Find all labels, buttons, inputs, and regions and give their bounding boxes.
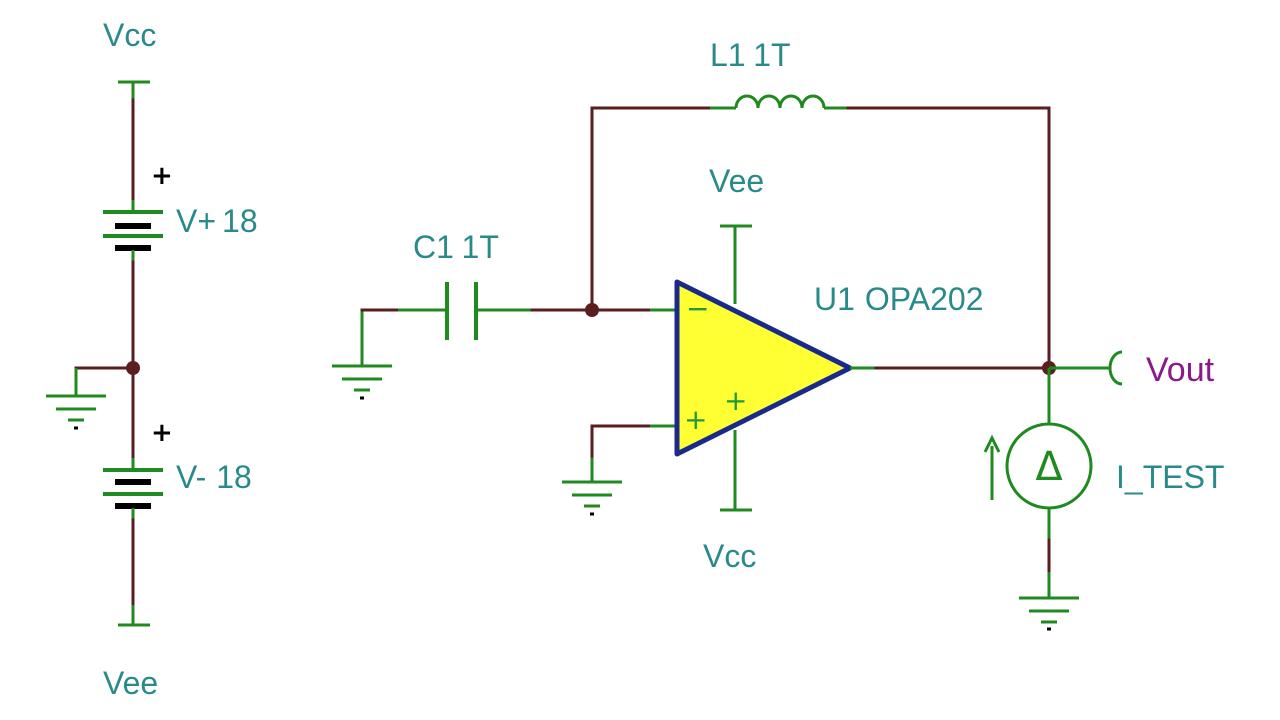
v-minus-value: 18 <box>216 459 252 495</box>
delta-icon: Δ <box>1035 444 1063 490</box>
opamp-label: U1 OPA202 <box>814 281 984 317</box>
battery-v-plus <box>103 200 163 262</box>
opamp-part: OPA202 <box>865 281 984 317</box>
noninverting-input-sign-2: + <box>724 384 747 417</box>
l1-ref: L1 <box>710 37 745 73</box>
vee-label: Vee <box>103 665 158 701</box>
c1-ref: C1 <box>413 229 453 265</box>
opamp-vee-label: Vee <box>709 163 764 199</box>
output-port-icon <box>1108 350 1123 386</box>
current-arrow-icon <box>983 434 1001 453</box>
v-minus-polarity-sign: + <box>151 418 173 448</box>
power-supply-section: Vcc + V+18 <box>46 17 258 701</box>
itest-label: I_TEST <box>1116 459 1224 495</box>
inductor-coil-icon <box>734 94 826 109</box>
c1-value: 1T <box>462 229 499 265</box>
v-plus-label: V+18 <box>176 203 258 239</box>
noninverting-input-sign: + <box>684 403 707 436</box>
opamp-triangle <box>674 279 853 457</box>
vcc-label: Vcc <box>103 17 156 53</box>
ground-icon <box>562 456 622 516</box>
v-plus-name: V+ <box>176 203 216 239</box>
ground-icon <box>332 310 392 400</box>
opamp-section: Vee Vcc − + + U1 OPA202 <box>562 163 1051 574</box>
v-plus-polarity-sign: + <box>151 161 173 191</box>
l1-value: 1T <box>753 37 790 73</box>
v-minus-name: V- <box>176 459 206 495</box>
ground-icon <box>1019 572 1079 631</box>
inverting-input-sign: − <box>686 292 709 325</box>
v-plus-value: 18 <box>222 203 258 239</box>
v-minus-label: V- 18 <box>176 459 252 495</box>
opamp-ref: U1 <box>814 281 855 317</box>
output-section: Vout Δ I_TEST <box>983 350 1224 631</box>
ground-icon <box>46 368 106 430</box>
opamp-vcc-label: Vcc <box>703 538 756 574</box>
current-source-icon <box>1005 422 1093 510</box>
battery-v-minus <box>103 458 163 520</box>
vout-label: Vout <box>1146 351 1215 389</box>
